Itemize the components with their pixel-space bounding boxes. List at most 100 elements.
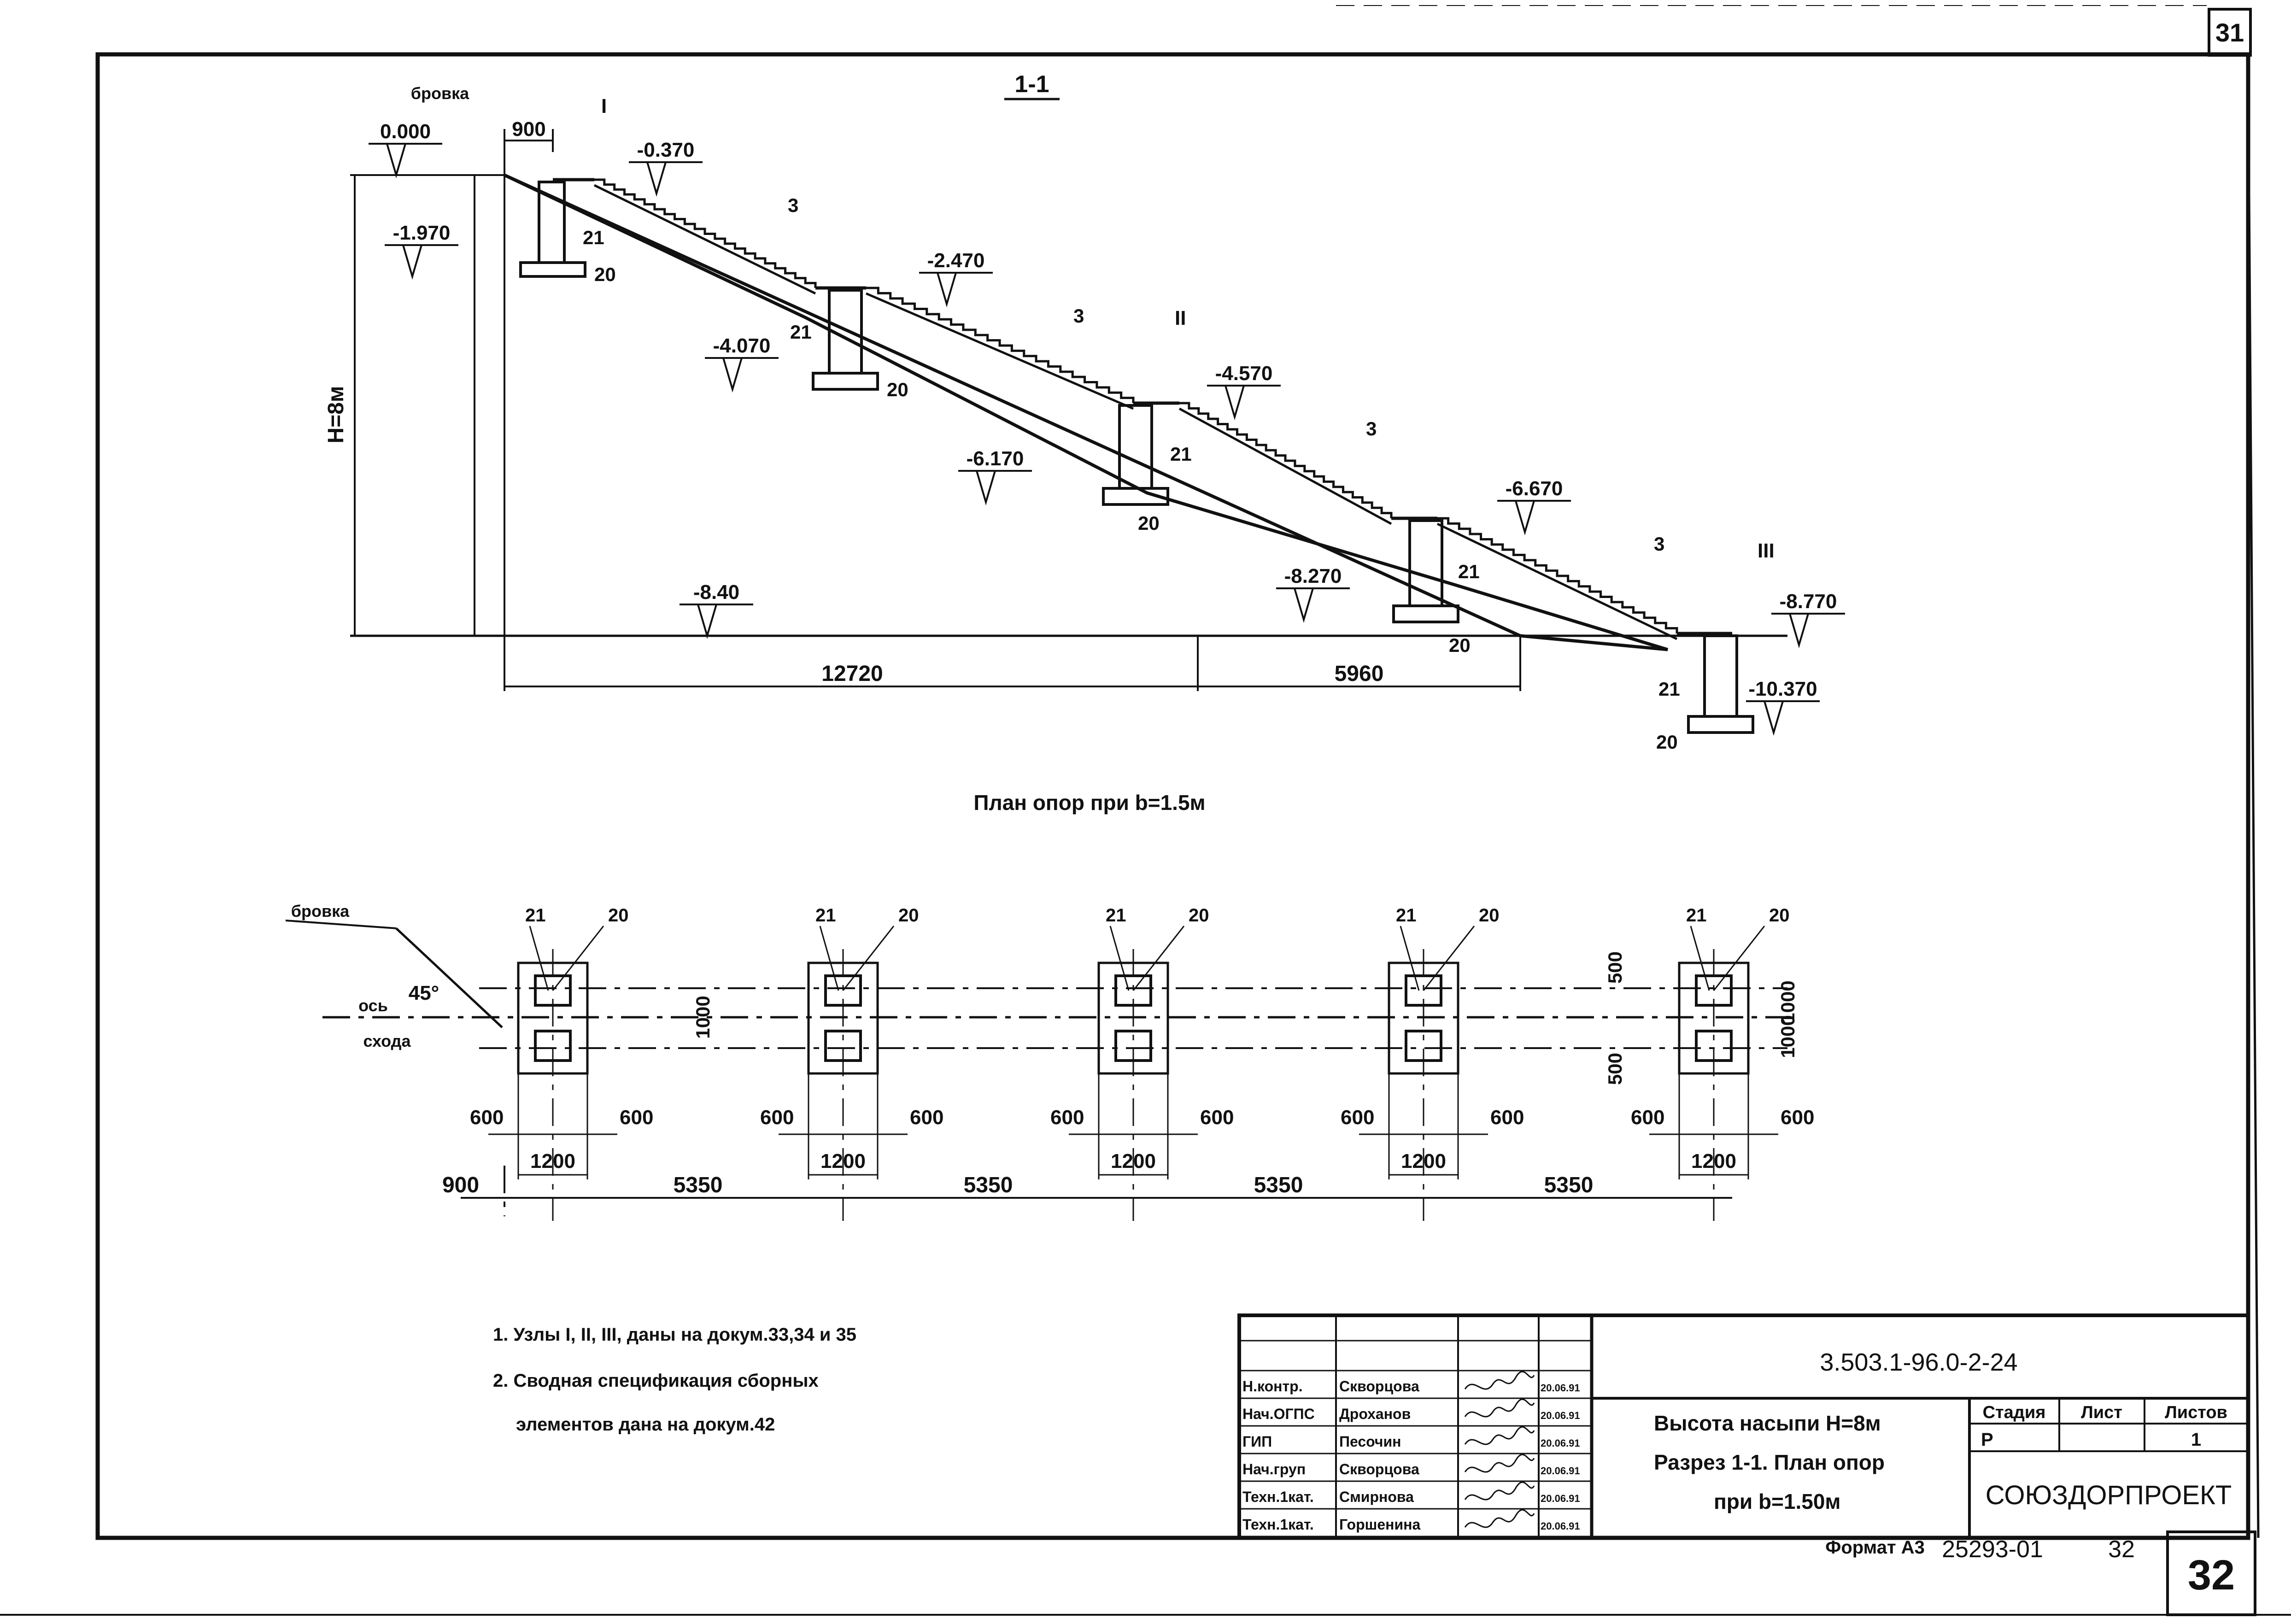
- staff-name-5: Смирнова: [1339, 1489, 1414, 1505]
- format-label: Формат А3: [1825, 1537, 1925, 1558]
- notes: 1. Узлы I, II, III, даны на докум.33,34 …: [493, 1325, 856, 1435]
- staff-role-4: Нач.груп: [1242, 1461, 1306, 1477]
- staff-role-3: ГИП: [1242, 1433, 1272, 1450]
- support-4: [1392, 519, 1459, 623]
- organization-name: СОЮЗДОРПРОЕКТ: [1986, 1480, 2232, 1510]
- base-mark-1: 20: [594, 264, 616, 285]
- axis-label-os: ось: [358, 996, 388, 1015]
- signature-6: [1464, 1509, 1535, 1528]
- plan-base-mark-2: 20: [898, 905, 919, 926]
- plan-side-dim-left-5: 600: [1631, 1106, 1664, 1129]
- node-II-label: II: [1175, 307, 1186, 329]
- plan-base-mark-3: 20: [1189, 905, 1209, 926]
- description-line-2: Разрез 1-1. План опор: [1654, 1450, 1885, 1474]
- section-1-1: 1-1: [324, 71, 1845, 753]
- plan-pitch-dim-right-top: 1000: [1777, 980, 1799, 1023]
- staff-role-2: Нач.ОГПС: [1242, 1406, 1315, 1422]
- post-mark-5: 21: [1658, 678, 1680, 700]
- plan-pitch-dim-left: 1000: [692, 996, 714, 1038]
- sheets-value: 1: [2191, 1430, 2201, 1450]
- plan-side-dim-right-3: 600: [1200, 1106, 1234, 1129]
- signature-2: [1464, 1398, 1535, 1418]
- plan-side-dim-left-3: 600: [1050, 1106, 1084, 1129]
- plan-half-dim-bottom: 500: [1604, 1053, 1626, 1085]
- post-mark-2: 21: [790, 321, 812, 343]
- embankment-slope-line: [504, 173, 1669, 651]
- sheets-header: Листов: [2165, 1403, 2227, 1422]
- plan-spacing-1: 5350: [674, 1173, 723, 1197]
- signature-1: [1464, 1371, 1535, 1390]
- base-mark-4: 20: [1449, 634, 1471, 656]
- plan-side-dim-left-4: 600: [1341, 1106, 1374, 1129]
- plan-base-mark-5: 20: [1769, 905, 1790, 926]
- elevation--2.470: -2.470: [927, 249, 985, 272]
- plan-side-dim-right-4: 600: [1490, 1106, 1524, 1129]
- dim-5960: 5960: [1335, 662, 1384, 686]
- first-offset-900: 900: [442, 1173, 479, 1197]
- plan-post-mark-4: 21: [1396, 905, 1417, 926]
- post-mark-3: 21: [1170, 443, 1192, 465]
- base-mark-5: 20: [1656, 731, 1678, 753]
- plan-post-mark-1: 21: [525, 905, 546, 926]
- staff-date-5: 20.06.91: [1541, 1493, 1580, 1504]
- stair-mark-3: 3: [1366, 418, 1377, 440]
- stair-mark-2: 3: [1073, 305, 1084, 327]
- elevation--8.40: -8.40: [693, 581, 739, 604]
- document-code: 3.503.1-96.0-2-24: [1820, 1348, 2017, 1376]
- elevation-labels: 0.000-0.370-1.970-2.470-4.070-4.570-6.17…: [369, 120, 1845, 736]
- plan-pitch-dim-right-bottom: 1000: [1777, 1015, 1799, 1058]
- plan-spacing-4: 5350: [1544, 1173, 1594, 1197]
- support-2: [812, 289, 879, 391]
- elevation--6.170: -6.170: [967, 447, 1024, 470]
- elevation--4.570: -4.570: [1215, 362, 1273, 385]
- support-plan: План опор при b=1.5м бровка 45° ось сход…: [285, 791, 1814, 1221]
- staff-role-5: Техн.1кат.: [1242, 1489, 1314, 1505]
- support-3: [1102, 404, 1169, 506]
- support-1: [519, 181, 586, 278]
- note-2-continued: элементов дана на докум.42: [516, 1414, 775, 1435]
- elevation--10.370: -10.370: [1748, 678, 1817, 700]
- plan-side-dim-left-1: 600: [470, 1106, 504, 1129]
- elevation--4.070: -4.070: [713, 334, 771, 357]
- signature-3: [1464, 1426, 1535, 1445]
- description-line-1: Высота насыпи H=8м: [1654, 1411, 1881, 1435]
- node-I-label: I: [601, 95, 607, 117]
- section-title: 1-1: [1014, 71, 1049, 98]
- description-line-3: при b=1.50м: [1714, 1489, 1840, 1513]
- staff-name-6: Горшенина: [1339, 1516, 1420, 1533]
- inventory-page: 32: [2108, 1536, 2135, 1563]
- sheet-number-top: 31: [2215, 18, 2244, 47]
- base-mark-3: 20: [1138, 512, 1160, 534]
- plan-base-mark-1: 20: [608, 905, 629, 926]
- staff-name-2: Дроханов: [1339, 1406, 1411, 1422]
- node-III-label: III: [1758, 539, 1775, 562]
- stair-mark-4: 3: [1654, 533, 1664, 555]
- plan-title: План опор при b=1.5м: [973, 791, 1205, 815]
- staff-name-3: Песочин: [1339, 1433, 1401, 1450]
- elevation--0.370: -0.370: [637, 139, 695, 161]
- plan-side-dim-left-2: 600: [760, 1106, 794, 1129]
- brovka-label: бровка: [411, 84, 469, 103]
- stage-value: Р: [1981, 1430, 1993, 1450]
- elevation--8.770: -8.770: [1780, 590, 1837, 613]
- sheet-frame: [0, 5, 2291, 1616]
- staff-name-4: Скворцова: [1339, 1461, 1419, 1477]
- staff-date-3: 20.06.91: [1541, 1437, 1580, 1449]
- note-2: 2. Сводная спецификация сборных: [493, 1371, 819, 1391]
- staff-date-2: 20.06.91: [1541, 1410, 1580, 1421]
- plan-side-dim-right-1: 600: [620, 1106, 653, 1129]
- base-mark-2: 20: [887, 379, 908, 400]
- sheet-number-bottom: 32: [2188, 1552, 2235, 1599]
- signature-4: [1464, 1454, 1535, 1473]
- post-mark-1: 21: [583, 227, 604, 248]
- stage-header: Стадия: [1983, 1403, 2046, 1422]
- elevation-0.000: 0.000: [380, 120, 431, 143]
- staff-name-1: Скворцова: [1339, 1378, 1419, 1395]
